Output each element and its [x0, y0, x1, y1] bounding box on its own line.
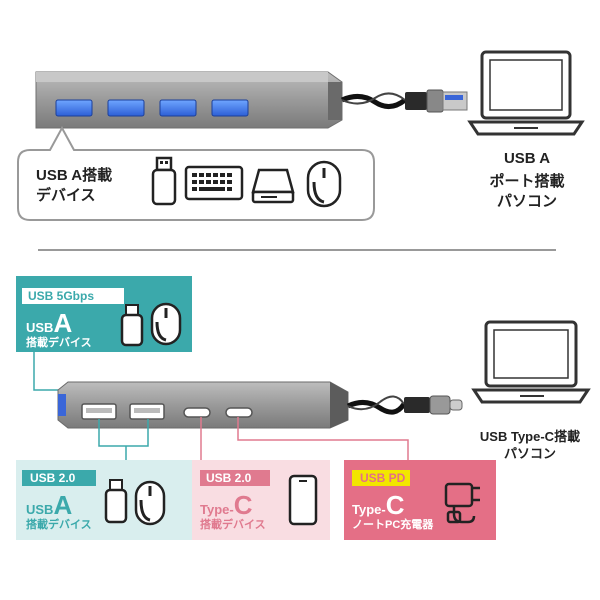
top-laptop-label-2: ポート搭載: [489, 173, 565, 190]
box4-prefix: Type-: [352, 502, 386, 517]
mouse-icon: [150, 302, 182, 346]
bottom-usb-hub: [57, 381, 349, 429]
top-usb-a-ports: [55, 99, 249, 117]
bubble-line-2: デバイス: [36, 187, 96, 204]
usb-a-port-4: [211, 99, 249, 117]
box1-heading: USBA: [26, 308, 72, 339]
usb-a-port-3: [159, 99, 197, 117]
mouse-icon: [134, 480, 166, 526]
box3-sub: 搭載デバイス: [200, 519, 266, 531]
bubble-line-1: USB A搭載: [36, 167, 113, 184]
usb-5gbps-tag-bg: [22, 288, 124, 304]
mouse-icon: [306, 160, 342, 208]
top-laptop-label-1: USB A: [503, 150, 551, 167]
box2-prefix: USB: [26, 502, 54, 517]
top-laptop-label-3: パソコン: [496, 193, 557, 210]
charger-icon: [444, 482, 480, 524]
box3-prefix: Type-: [200, 502, 234, 517]
box2-sub: 搭載デバイス: [26, 519, 92, 531]
box3-big: C: [233, 490, 253, 520]
laptop-icon: [471, 320, 591, 404]
box2-big: A: [53, 490, 73, 520]
usb-pd-tag: USB PD: [360, 471, 406, 485]
box1-big: A: [53, 308, 73, 338]
usb-a-port-1: [55, 99, 93, 117]
hard-drive-icon: [251, 168, 295, 204]
laptop-icon: [467, 50, 585, 136]
usb-2-c-tag: USB 2.0: [206, 471, 252, 485]
bottom-type-c-cable: [346, 395, 463, 415]
usb-stick-icon: [104, 479, 128, 524]
usb-a-port-2: [107, 99, 145, 117]
usb-c-port-1: [183, 407, 211, 418]
smartphone-icon: [288, 474, 318, 526]
box3-heading: Type-C: [200, 490, 253, 521]
box2-heading: USBA: [26, 490, 72, 521]
usb-c-port-2: [225, 407, 253, 418]
usb-stick-icon: [120, 304, 144, 347]
bottom-laptop-label-1: USB Type-C搭載: [479, 429, 581, 444]
usb-2-a-tag: USB 2.0: [30, 471, 76, 485]
bottom-laptop-label-2: パソコン: [503, 446, 556, 461]
top-usb-a-cable: [340, 89, 468, 113]
box4-big: C: [385, 490, 405, 520]
box4-heading: Type-C: [352, 490, 405, 521]
usb-5gbps-tag: USB 5Gbps: [28, 289, 95, 303]
box1-prefix: USB: [26, 320, 54, 335]
keyboard-icon: [184, 165, 244, 201]
box4-sub: ノートPC充電器: [352, 519, 434, 531]
box1-sub: 搭載デバイス: [26, 337, 92, 349]
usb-stick-icon: [151, 156, 177, 206]
